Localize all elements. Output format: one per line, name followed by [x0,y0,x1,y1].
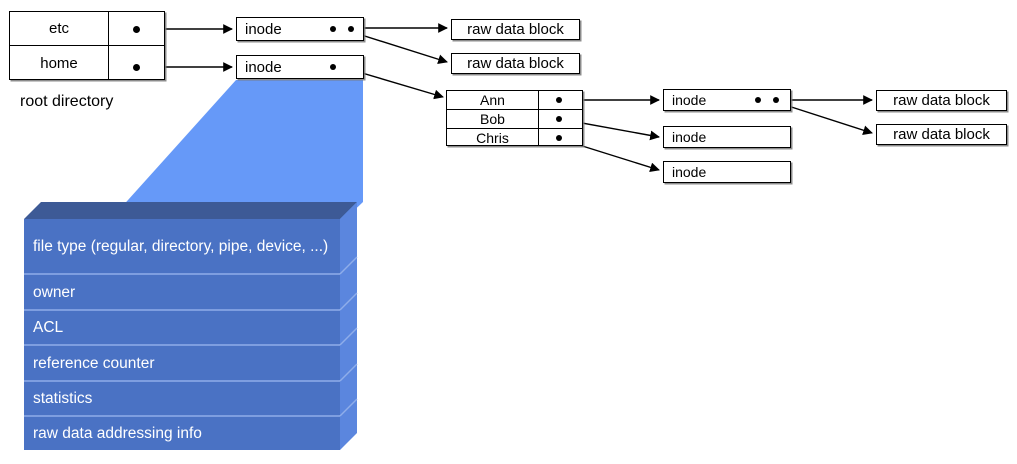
inode-box-ann[interactable]: inode [663,89,791,111]
cube-side-face [340,202,357,450]
arrow-inode-etc-to-rdb2 [351,31,448,65]
cube-field-file-type: file type (regular, directory, pipe, dev… [33,238,329,255]
col-divider [538,91,539,145]
inode-box-home[interactable]: inode [236,55,364,79]
cube-field-raw-data-addressing: raw data addressing info [33,424,202,442]
inode-label-etc: inode [245,20,282,38]
inode-label-ann: inode [672,92,707,108]
inode-label-bob: inode [672,129,707,145]
row-divider [447,109,582,110]
raw-data-block-label: raw data block [893,92,990,109]
col-divider [108,12,109,79]
inode-pointer-ann-1[interactable] [755,97,761,103]
inode-box-chris[interactable]: inode [663,161,791,183]
home-entry-pointer-bob[interactable] [556,116,562,122]
callout-polygon [110,80,363,220]
cube-top-face [24,202,357,219]
home-entry-name-ann: Ann [480,92,505,108]
inode-label-home: inode [245,58,282,76]
cube-field-owner: owner [33,283,76,301]
inode-label-chris: inode [672,164,707,180]
cube-field-statistics: statistics [33,390,93,407]
cube-side-separators [339,256,358,417]
arrow-inode-ann-to-rdb2 [778,102,873,135]
home-directory-table[interactable]: Ann Bob Chris [446,90,583,146]
cube-field-acl: ACL [33,319,64,336]
inode-pointer-ann-2[interactable] [773,97,779,103]
cube-row-separators [24,273,340,417]
raw-data-block-label: raw data block [893,126,990,143]
raw-data-block-ann-2[interactable]: raw data block [876,124,1007,145]
inode-box-etc[interactable]: inode [236,17,364,41]
raw-data-block-ann-1[interactable]: raw data block [876,90,1007,111]
raw-data-block-label: raw data block [467,55,564,72]
root-directory-caption: root directory [20,93,114,110]
cube-field-reference-counter: reference counter [33,354,155,372]
raw-data-block-label: raw data block [467,21,564,38]
root-entry-name-etc: etc [48,20,69,37]
home-entry-name-bob: Bob [480,111,505,127]
root-entry-pointer-home[interactable] [133,64,140,71]
raw-data-block-etc-1[interactable]: raw data block [451,19,580,40]
home-entry-pointer-chris[interactable] [556,135,562,141]
root-entry-name-home: home [40,54,78,72]
raw-data-block-etc-2[interactable]: raw data block [451,53,580,74]
root-directory-table[interactable]: etc home [9,11,165,80]
home-entry-pointer-ann[interactable] [556,97,562,103]
inode-pointer-etc-2[interactable] [348,26,354,32]
cube-front-face [24,219,340,450]
root-entry-pointer-etc[interactable] [133,26,140,33]
row-divider [10,45,164,46]
arrow-inode-home-to-home-dir [351,69,444,100]
row-divider [447,128,582,129]
inode-pointer-home-1[interactable] [330,64,336,70]
inode-box-bob[interactable]: inode [663,126,791,148]
home-entry-name-chris: Chris [476,129,509,146]
inode-pointer-etc-1[interactable] [330,26,336,32]
